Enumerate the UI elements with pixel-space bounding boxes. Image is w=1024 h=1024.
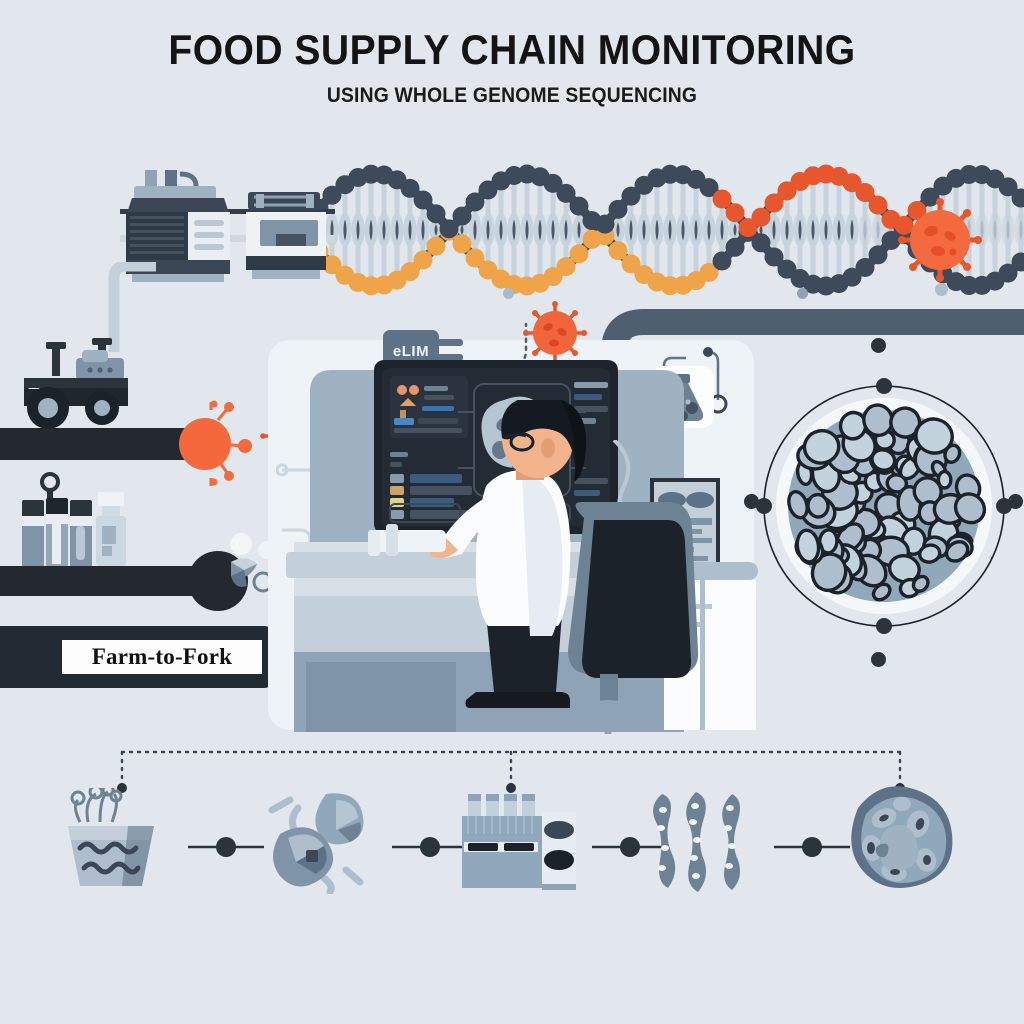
workflow-bracket-connector (117, 750, 905, 793)
farm-tractor (24, 338, 128, 429)
bench-vials (368, 524, 398, 556)
step-library-prep[interactable] (456, 788, 580, 894)
sequencer-unit-1 (126, 170, 230, 282)
sequencer-unit-2 (246, 192, 326, 279)
step-pathogen-identification[interactable] (838, 784, 958, 896)
office-chair[interactable] (538, 498, 708, 738)
step-sample-collection[interactable] (58, 788, 178, 894)
colony-satellite-node (871, 338, 886, 353)
vial (22, 500, 44, 566)
equipment-pipe (108, 262, 156, 352)
farm-to-fork-chip: Farm-to-Fork (62, 640, 262, 674)
workflow-connector-1 (188, 837, 264, 857)
sequencing-instruments (120, 170, 335, 282)
reagent-bottle (96, 492, 126, 566)
virus-particle-mid (523, 301, 587, 365)
helix-drop-node (797, 288, 808, 299)
elim-prong-icon (437, 354, 463, 361)
scientist-in-lab-coat (430, 400, 587, 708)
dashboard-right-column (574, 382, 608, 496)
vial (46, 498, 68, 566)
vial (70, 500, 92, 566)
page-title: FOOD SUPPLY CHAIN MONITORING (168, 26, 856, 73)
workflow-connector-2 (392, 837, 468, 857)
elim-badge-label: eLIM (392, 342, 430, 360)
workflow-connector-3 (592, 837, 668, 857)
helix-drop-node (935, 283, 948, 296)
step-chromosome-analysis[interactable] (650, 788, 760, 894)
colony-ring-nodes (756, 378, 1012, 634)
colony-satellite-node (1008, 494, 1023, 509)
cabinet-divider (700, 580, 705, 730)
farm-to-fork-label: Farm-to-Fork (91, 644, 233, 669)
helix-drop-node (503, 288, 514, 299)
workflow-connector-4 (774, 837, 850, 857)
sample-basket-icon (68, 788, 154, 886)
page-subtitle: USING WHOLE GENOME SEQUENCING (326, 84, 698, 107)
colony-satellite-node (871, 652, 886, 667)
virus-particle-in-helix (898, 198, 982, 282)
cell-cluster-icon (268, 793, 364, 894)
dashboard-left-column (390, 376, 480, 519)
bacterial-colony-closeup (756, 378, 1012, 634)
step-cell-isolation[interactable] (264, 786, 384, 894)
conveyor-bar-upper (0, 428, 205, 460)
elim-prong-icon (437, 339, 463, 346)
tube-rack-sequencer-icon (462, 794, 576, 890)
pathogen-node-large (179, 400, 252, 486)
sample-vials (22, 472, 126, 566)
conveyor-bar-lower (0, 566, 210, 596)
colony-satellite-node (744, 494, 759, 509)
